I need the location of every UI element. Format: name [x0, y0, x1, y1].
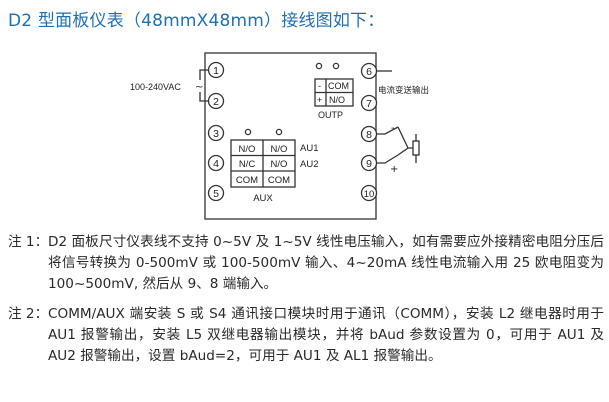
- terminal-2: [207, 92, 225, 110]
- note-2-label: 注 2：: [8, 306, 49, 322]
- aux-au2-label: AU2: [300, 159, 318, 170]
- terminal-3-label: 3: [213, 128, 219, 140]
- terminal-4-label: 4: [213, 158, 219, 170]
- terminal-1: [207, 61, 225, 79]
- aux-cell-r1c1: N/O: [239, 144, 256, 155]
- note-2-text: COMM/AUX 端安装 S 或 S4 通讯接口模块时用于通讯（COMM），安装…: [48, 306, 604, 364]
- wiring-diagram: 1 2 3 4 5 6 7 8 9 10 100-240VAC ~ N/O N/…: [130, 52, 429, 220]
- note-1: 注 1： D2 面板尺寸仪表线不支持 0~5V 及 1~5V 线性电压输入，如有…: [8, 232, 604, 295]
- outp-label: OUTP: [318, 110, 343, 120]
- aux-cell-r3c1: COM: [236, 175, 258, 186]
- power-wire-1: [199, 69, 208, 80]
- aux-jumper-1: [244, 128, 252, 136]
- terminal-8-label: 8: [366, 129, 372, 141]
- terminal-10: [360, 184, 378, 202]
- terminal-8: [360, 125, 378, 143]
- shunt-resistor: [412, 140, 420, 156]
- aux-au1-label: AU1: [300, 143, 318, 154]
- sensor-wire-plus: [377, 126, 399, 135]
- output-description: 电流变送输出: [378, 85, 429, 96]
- aux-cell-r2c1: N/C: [239, 159, 256, 170]
- aux-jumper-2: [275, 128, 283, 136]
- outp-no: N/O: [329, 95, 345, 105]
- terminal-2-label: 2: [213, 96, 219, 108]
- aux-cell-r2c2: N/O: [271, 159, 288, 170]
- terminal-10-label: 10: [364, 189, 375, 200]
- terminal-9: [360, 154, 378, 172]
- outp-minus: -: [318, 81, 321, 91]
- sensor-wire-minus: [377, 154, 399, 164]
- terminal-6: [360, 62, 378, 80]
- note-2: 注 2： COMM/AUX 端安装 S 或 S4 通讯接口模块时用于通讯（COM…: [8, 304, 604, 367]
- terminal-7: [360, 94, 378, 112]
- note-1-text: D2 面板尺寸仪表线不支持 0~5V 及 1~5V 线性电压输入，如有需要应外接…: [48, 234, 604, 292]
- outp-jumper-2: [332, 62, 340, 70]
- terminal-6-label: 6: [366, 66, 372, 78]
- terminal-3: [207, 124, 225, 142]
- terminal-4: [207, 154, 225, 172]
- power-label: 100-240VAC: [130, 82, 181, 92]
- outp-com: COM: [328, 81, 349, 91]
- instrument-body: [204, 52, 377, 220]
- terminal-5-label: 5: [213, 188, 219, 200]
- aux-label: AUX: [253, 193, 273, 204]
- outp-jumper-1: [315, 62, 323, 70]
- power-wire-2: [199, 92, 208, 102]
- note-1-label: 注 1：: [8, 234, 49, 250]
- sensor-minus: -: [391, 123, 395, 134]
- page-title: D2 型面板仪表（48mmX48mm）接线图如下：: [8, 11, 385, 31]
- aux-cell-r1c2: N/O: [271, 144, 288, 155]
- terminal-9-label: 9: [366, 158, 372, 170]
- terminal-7-label: 7: [366, 98, 372, 110]
- terminal-1-label: 1: [213, 65, 219, 77]
- terminal-5: [207, 184, 225, 202]
- power-tilde: ~: [195, 82, 203, 93]
- aux-cell-r3c2: COM: [268, 175, 290, 186]
- sensor-junction: [397, 126, 409, 156]
- outp-plus: +: [317, 95, 322, 105]
- sensor-plus: +: [390, 164, 398, 175]
